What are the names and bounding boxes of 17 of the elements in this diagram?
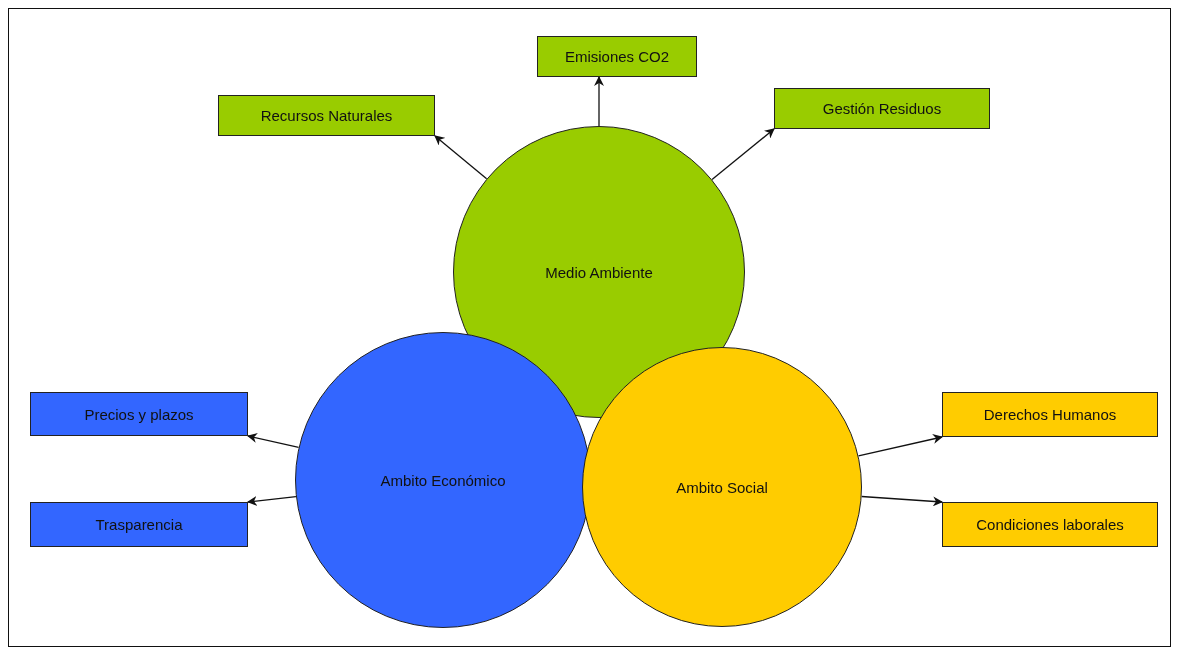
circle-label: Ambito Económico bbox=[379, 471, 507, 489]
category-box: Condiciones laborales bbox=[942, 502, 1158, 547]
category-box: Precios y plazos bbox=[30, 392, 248, 436]
arrow bbox=[861, 495, 943, 507]
arrow bbox=[594, 76, 604, 127]
arrow bbox=[247, 433, 300, 449]
category-box: Recursos Naturales bbox=[218, 95, 435, 136]
category-box: Gestión Residuos bbox=[774, 88, 990, 129]
arrow bbox=[711, 128, 775, 181]
arrow bbox=[434, 135, 488, 180]
category-box: Derechos Humanos bbox=[942, 392, 1158, 437]
arrow bbox=[247, 495, 297, 506]
arrow bbox=[857, 434, 943, 457]
circle-label: Ambito Social bbox=[675, 478, 769, 496]
circle-label: Medio Ambiente bbox=[544, 263, 654, 281]
category-box: Trasparencia bbox=[30, 502, 248, 547]
category-box: Emisiones CO2 bbox=[537, 36, 697, 77]
